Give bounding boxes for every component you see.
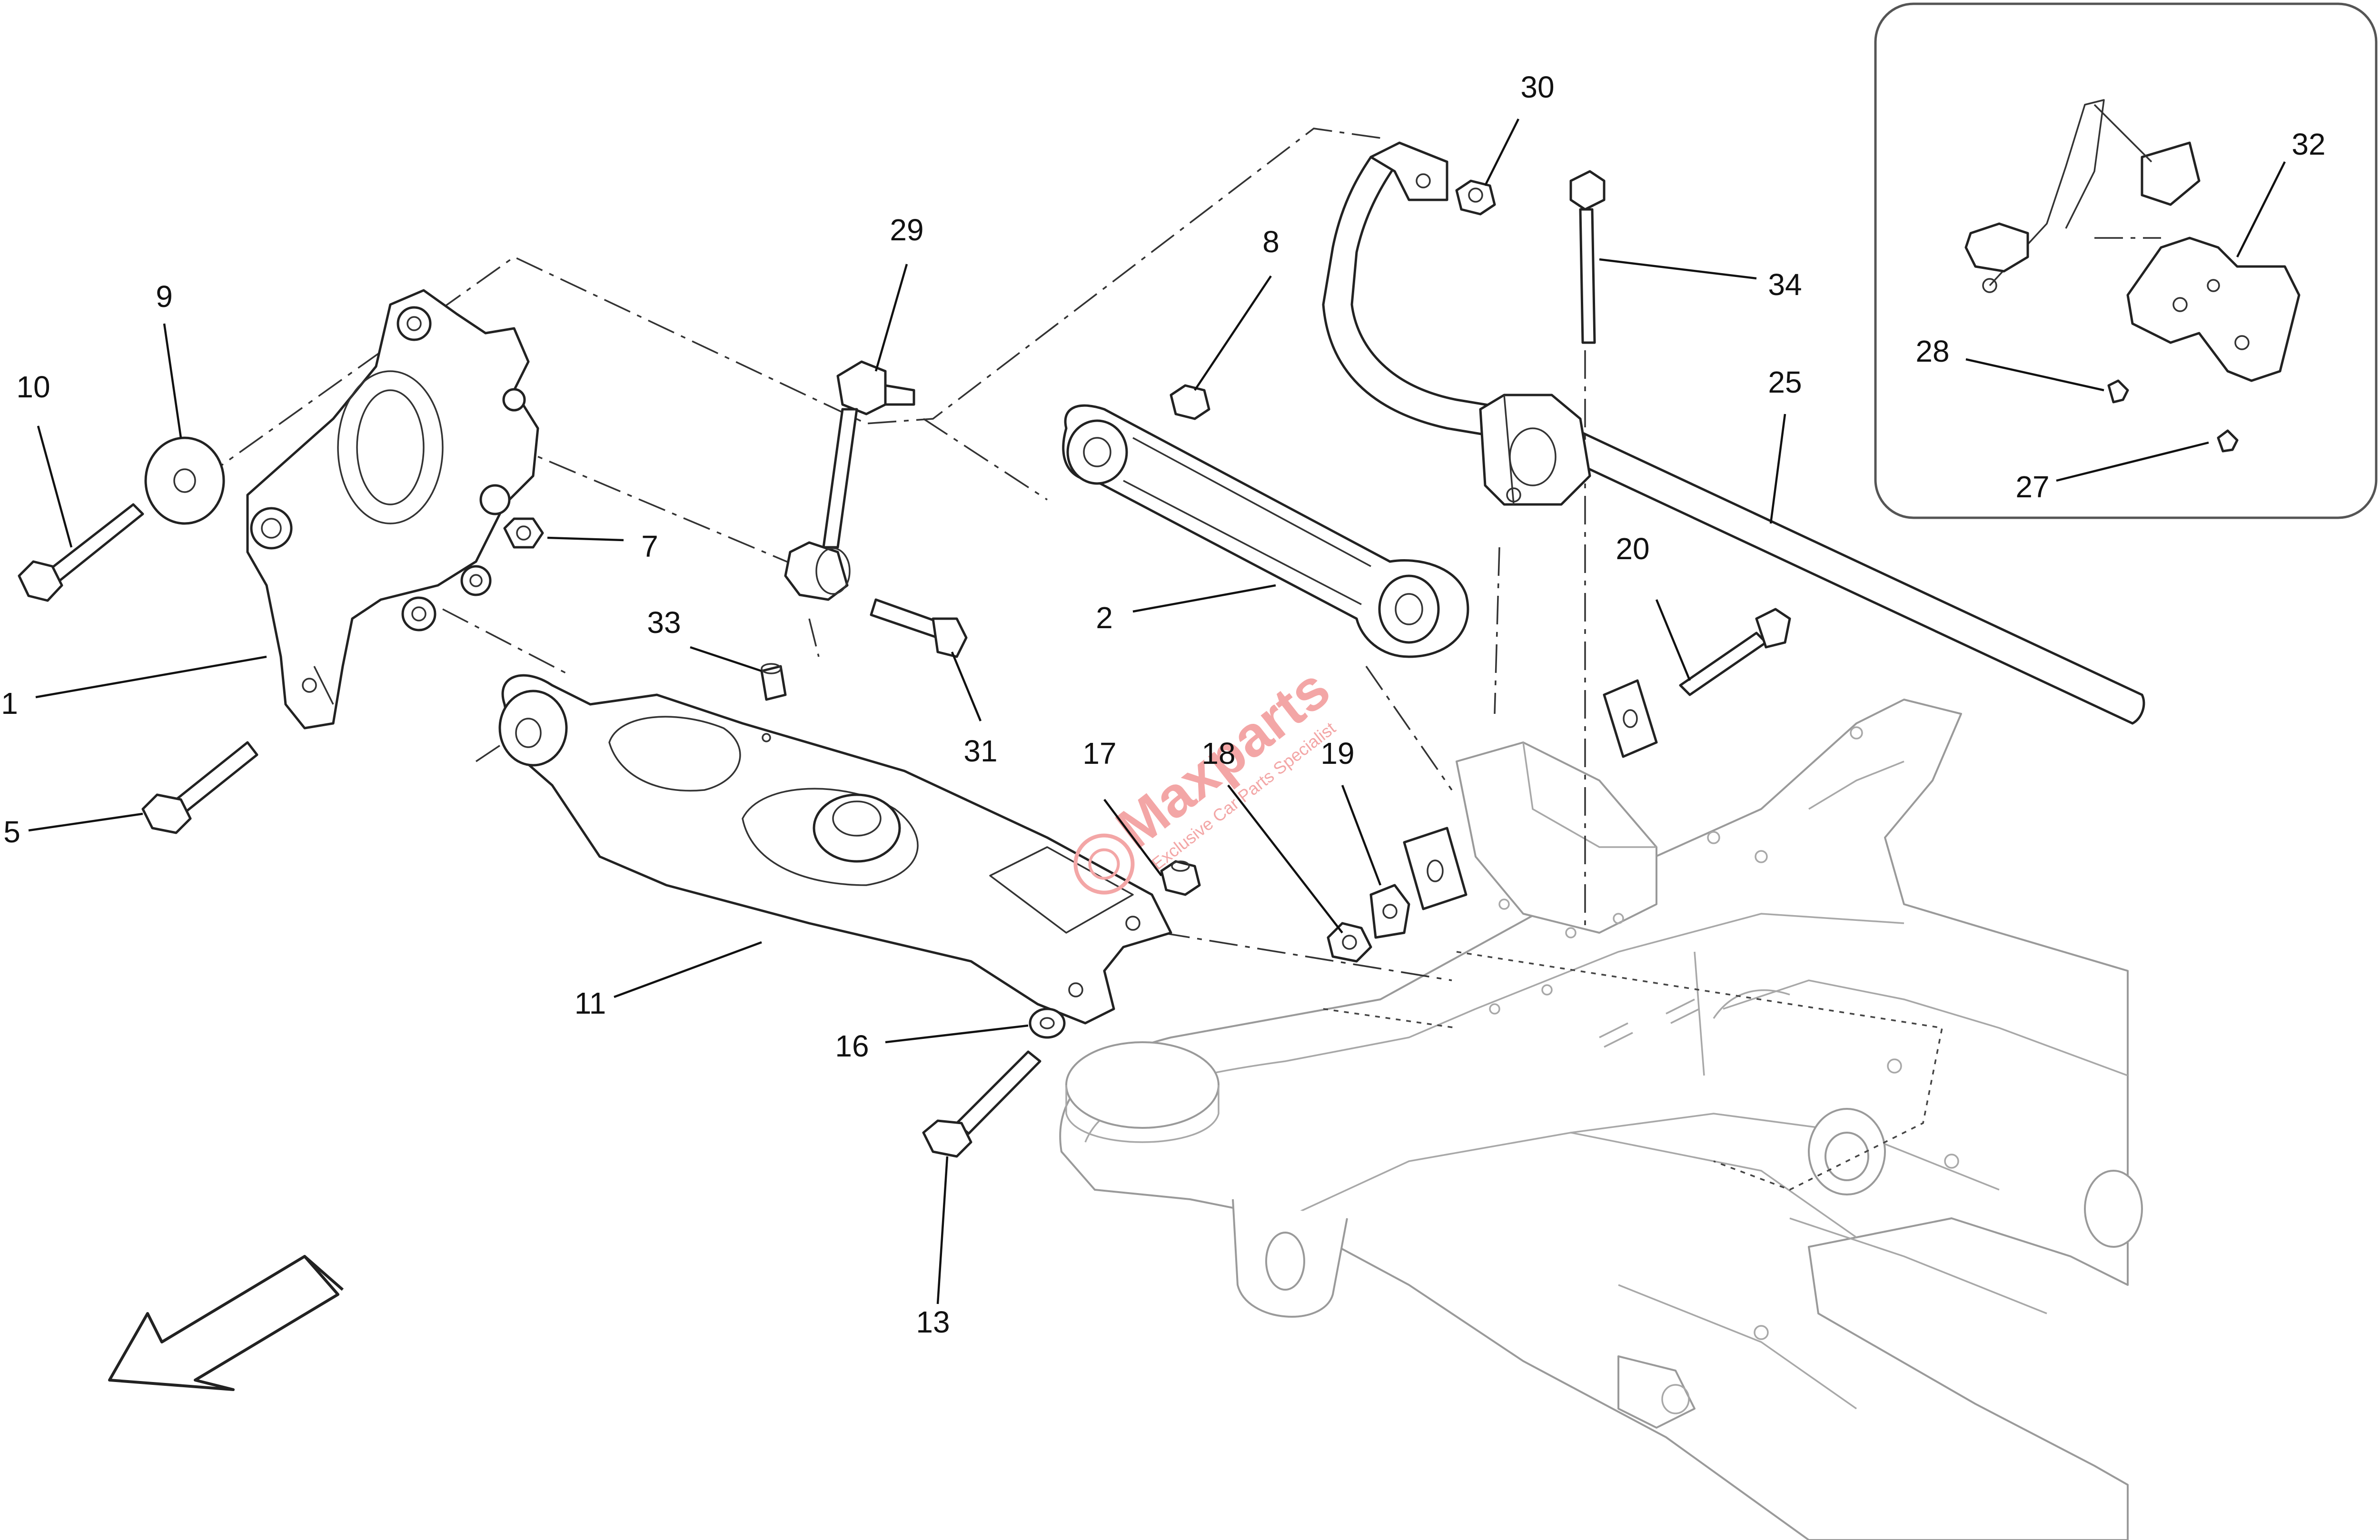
- eccentric-washer-19: [1369, 827, 1468, 939]
- screw-27: [2217, 429, 2239, 453]
- callout-30: 29: [890, 213, 923, 247]
- callout-27: 27: [2015, 470, 2049, 504]
- callout-34: 33: [647, 605, 681, 640]
- bolt-13: [922, 1050, 1041, 1158]
- stabilizer-link-30: [784, 360, 915, 601]
- direction-arrow: [108, 1255, 344, 1391]
- bolt-28: [1569, 170, 1606, 344]
- nut-7: [503, 517, 544, 549]
- height-sensor-33: [1964, 99, 2301, 382]
- callout-2: 2: [1096, 601, 1113, 635]
- callout-labels: 1 2 5 7 8 9 10 11 13 16 17 18 19 20 25 2…: [1, 70, 2325, 1339]
- callout-13: 13: [916, 1305, 950, 1339]
- callout-8: 8: [1262, 225, 1279, 259]
- inset-detail-panel: [1874, 2, 2378, 519]
- adjust-plate-20: [1603, 679, 1658, 758]
- callout-32: 31: [963, 734, 997, 768]
- callout-7: 7: [641, 529, 658, 563]
- nut-18: [1327, 922, 1372, 963]
- bump-stop-34: [760, 663, 787, 701]
- callout-16: 16: [835, 1029, 869, 1063]
- callout-10: 10: [16, 370, 50, 404]
- leader-lines: [28, 118, 2286, 1304]
- bolt-5: [141, 741, 258, 834]
- nut-8: [1170, 384, 1210, 420]
- callout-25: 25: [1768, 365, 1802, 399]
- callout-9: 9: [156, 279, 173, 314]
- callout-18: 18: [1201, 736, 1235, 770]
- rear-subframe: [1059, 699, 2143, 1540]
- stabilizer-bar: [1322, 141, 2145, 725]
- callout-31: 30: [1520, 70, 1554, 104]
- callout-11: 11: [575, 986, 606, 1020]
- washer-16: [1029, 1007, 1066, 1039]
- washer-9: [144, 436, 225, 525]
- nut-31: [1455, 179, 1496, 216]
- callout-29: 28: [1915, 334, 1949, 368]
- upper-control-arm-2: [1062, 404, 1469, 658]
- callout-1: 1: [1, 686, 18, 721]
- bolt-20: [1679, 608, 1791, 696]
- callout-33: 32: [2291, 127, 2325, 161]
- lower-control-arm-11: [498, 674, 1172, 1025]
- callout-28: 34: [1768, 267, 1802, 302]
- callout-19: 19: [1320, 736, 1354, 770]
- callout-20: 20: [1616, 532, 1649, 566]
- callout-5: 5: [3, 815, 20, 849]
- nut-17: [1160, 860, 1201, 896]
- callout-17: 17: [1082, 736, 1116, 770]
- screw-29: [2107, 379, 2129, 404]
- rear-knuckle: [246, 289, 539, 730]
- assembly-guide-lines: [199, 128, 1944, 1191]
- bolt-32: [870, 598, 968, 658]
- bolt-10: [18, 503, 144, 602]
